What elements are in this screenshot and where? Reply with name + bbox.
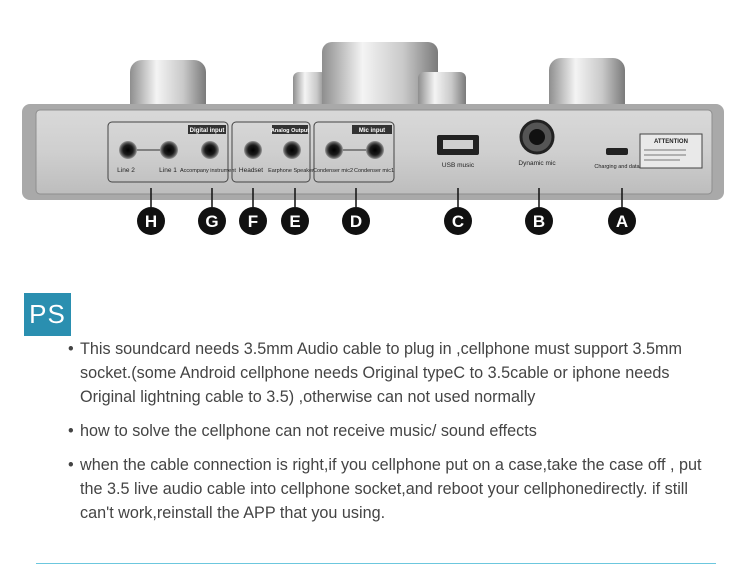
section-label-digital-input: Digital input: [190, 128, 225, 134]
callout-a: A: [616, 212, 628, 231]
jack-group: [119, 141, 384, 159]
list-item: when the cable connection is right,if yo…: [68, 453, 718, 525]
ps-badge: PS: [24, 293, 71, 336]
list-item: This soundcard needs 3.5mm Audio cable t…: [68, 337, 718, 409]
callout-b: B: [533, 212, 545, 231]
callout-d: D: [350, 212, 362, 231]
port-label-line1: Line 1: [159, 167, 177, 174]
callout-f: F: [248, 212, 258, 231]
port-label-mic2: Condenser mic2: [313, 168, 353, 174]
micro-usb-port-icon: [606, 148, 628, 155]
callout-e: E: [289, 212, 300, 231]
section-label-mic-input: Mic input: [359, 128, 385, 134]
port-label-usb: USB music: [442, 162, 475, 169]
port-label-instrument: Accompany instrument: [180, 168, 236, 174]
port-label-headset: Headset: [239, 167, 263, 174]
callout-c: C: [452, 212, 464, 231]
port-label-dynamic: Dynamic mic: [518, 160, 556, 167]
port-label-speaker: Earphone Speaker: [268, 168, 314, 174]
port-label-line2: Line 2: [117, 167, 135, 174]
ps-notes-list: This soundcard needs 3.5mm Audio cable t…: [68, 337, 718, 535]
list-item: how to solve the cellphone can not recei…: [68, 419, 718, 443]
soundcard-back-panel-photo: Digital input Analog Output Mic input AT…: [22, 42, 724, 235]
section-label-analog-output: Analog Output: [271, 128, 309, 134]
port-label-charging: Charging and data: [594, 164, 640, 170]
callout-g: G: [205, 212, 218, 231]
divider: [36, 563, 716, 564]
port-label-mic1: Condenser mic1: [354, 168, 394, 174]
attention-label: ATTENTION: [654, 139, 688, 145]
callout-h: H: [145, 212, 157, 231]
